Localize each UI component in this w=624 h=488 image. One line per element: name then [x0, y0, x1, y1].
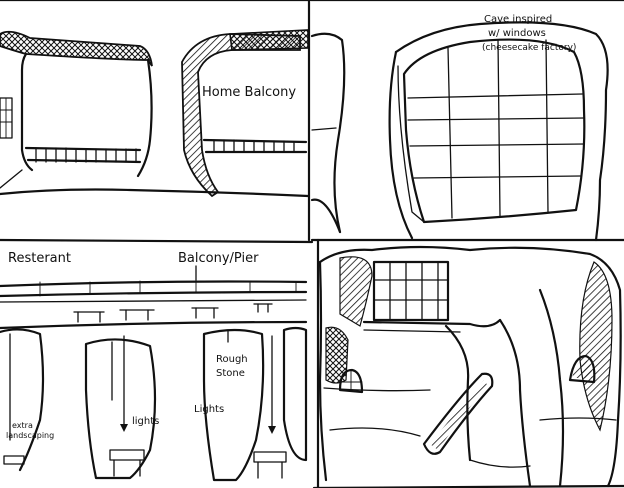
balcony-pier-label: Balcony/Pier: [178, 251, 259, 266]
rough-stone-note: Rough Stone: [216, 354, 251, 379]
cave-note: Cave inspired w/ windows (cheesecake fac…: [482, 14, 576, 53]
panel-cave-window: Cave inspired w/ windows (cheesecake fac…: [310, 14, 609, 242]
rough-stone-line-1: Rough: [216, 354, 248, 365]
cave-note-line-3: (cheesecake factory): [482, 43, 576, 53]
restaurant-label: Resterant: [8, 251, 71, 266]
panel-top-left: [0, 30, 310, 198]
panel-home-balcony: Home Balcony: [181, 29, 309, 198]
rough-stone-line-2: Stone: [216, 368, 245, 379]
lights-note-1: lights: [132, 416, 159, 427]
panel-cave-interior: [318, 245, 622, 488]
lights-note-2: Lights: [194, 404, 224, 415]
cave-note-line-2: w/ windows: [488, 28, 546, 39]
cave-note-line-1: Cave inspired: [484, 14, 552, 25]
panel-restaurant-pier: Resterant Balcony/Pier: [0, 251, 308, 482]
extra-landscaping-line-1: extra: [12, 421, 33, 430]
extra-landscaping-note: extra landscaping: [6, 421, 54, 440]
home-balcony-label: Home Balcony: [202, 85, 296, 100]
extra-landscaping-line-2: landscaping: [6, 431, 54, 440]
